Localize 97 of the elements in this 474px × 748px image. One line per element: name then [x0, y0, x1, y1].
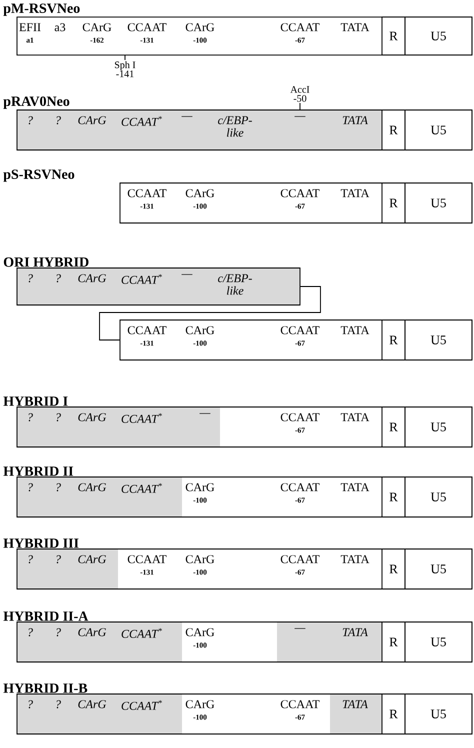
element-label: TATA [340, 189, 370, 198]
element-label: TATA [340, 326, 370, 334]
element-label: CCAAT$^{*}$ [122, 413, 162, 423]
element-label: CCAAT [280, 189, 320, 198]
element-label: CCAAT$^{*}$ [122, 116, 162, 126]
element-label: TATA [340, 413, 370, 422]
region-box: R [382, 476, 406, 518]
site-label: Sph I [114, 61, 136, 70]
element-label: ? [56, 413, 61, 422]
construct-title: pRAV0Neo [3, 96, 70, 109]
element-label: CCAAT$^{*}$ [122, 628, 162, 638]
element-label: CCAAT$^{*}$ [122, 483, 162, 493]
element-label: ? [56, 274, 61, 282]
element-label: — [294, 628, 306, 629]
element-label: TATA [342, 700, 368, 708]
construct-title: HYBRID II-B [3, 684, 88, 693]
region-box: U5 [404, 548, 472, 590]
element-label: CCAAT [280, 700, 320, 708]
element-label: ? [28, 116, 33, 124]
element-label: CArG [82, 23, 112, 32]
region-box: U5 [404, 406, 472, 448]
element-label: CCAAT [128, 23, 166, 32]
region-box: R [382, 110, 406, 150]
element-label: ? [28, 483, 33, 492]
region-box: U5 [404, 320, 472, 360]
site-label: -141 [116, 70, 134, 78]
element-label: TATA [340, 23, 370, 32]
region-box: U5 [404, 16, 472, 56]
element-label: ? [28, 413, 33, 422]
element-label: CCAAT [280, 483, 320, 492]
element-label: CCAAT [128, 189, 166, 198]
element-label: ? [28, 700, 33, 708]
element-label: — [200, 413, 210, 414]
element-label: ? [56, 628, 61, 636]
element-label: CArG [78, 555, 106, 564]
element-label: CArG [186, 483, 214, 492]
region-box: U5 [404, 694, 472, 734]
region-box: R [382, 622, 406, 662]
element-label: CArG [78, 413, 106, 422]
region-box: U5 [404, 110, 472, 150]
element-label: CArG [186, 189, 214, 198]
element-label: CCAAT [128, 555, 166, 564]
element-label: CCAAT [280, 23, 320, 32]
element-label: CCAAT [280, 326, 320, 334]
region-box: R [382, 406, 406, 448]
element-label: CCAAT$^{*}$ [122, 700, 162, 710]
element-label: TATA [342, 628, 368, 636]
construct-title: pS-RSVNeo [3, 170, 74, 182]
element-label: ? [28, 274, 33, 282]
element-label: CArG [186, 555, 214, 564]
region-box: U5 [404, 622, 472, 662]
element-label: CArG [78, 483, 106, 492]
element-label: TATA [340, 555, 370, 564]
element-label: CArG [186, 628, 214, 636]
element-label: ? [56, 483, 61, 492]
element-label: — [182, 274, 192, 275]
element-label: — [182, 116, 192, 117]
region-box: U5 [404, 476, 472, 518]
element-label: CArG [78, 628, 106, 636]
element-label: ? [56, 555, 61, 564]
connector-line [99, 286, 321, 340]
element-label: c/EBP-like [218, 274, 252, 295]
construct-title: HYBRID II-A [3, 612, 88, 621]
element-label: TATA [342, 116, 368, 124]
region-box: R [382, 182, 406, 224]
element-label: ? [56, 700, 61, 708]
element-label: CArG [78, 700, 106, 708]
construct-title: ORI HYBRID [4, 257, 88, 267]
element-label: c/EBP-like [218, 116, 252, 137]
region-box: U5 [404, 182, 472, 224]
construct-title: HYBRID III [3, 538, 79, 548]
leader-line [124, 55, 126, 60]
region-box: R [382, 694, 406, 734]
element-label: CArG [186, 700, 214, 708]
region-box: R [382, 548, 406, 590]
site-label: -50 [294, 95, 306, 102]
element-label: ? [56, 116, 61, 124]
element-label: TATA [340, 483, 370, 492]
region-box: R [382, 320, 406, 360]
construct-title: HYBRID I [3, 396, 68, 406]
element-label: — [294, 116, 306, 117]
element-label: ? [28, 555, 33, 564]
element-label: a3 [54, 23, 66, 32]
element-label: CArG [186, 23, 214, 32]
site-label: AccI [290, 86, 310, 93]
element-label: CCAAT [280, 413, 320, 422]
element-label: EFII [19, 23, 41, 32]
construct-title: HYBRID II [3, 466, 74, 476]
element-label: CArG [186, 326, 214, 334]
element-label: CCAAT [128, 326, 166, 334]
element-label: CArG [78, 116, 106, 124]
construct-title: pM-RSVNeo [3, 4, 80, 16]
element-label: CCAAT$^{*}$ [122, 274, 162, 284]
element-label: ? [28, 628, 33, 636]
element-label: CArG [78, 274, 106, 282]
element-label: CCAAT [280, 555, 320, 564]
region-box: R [382, 16, 406, 56]
